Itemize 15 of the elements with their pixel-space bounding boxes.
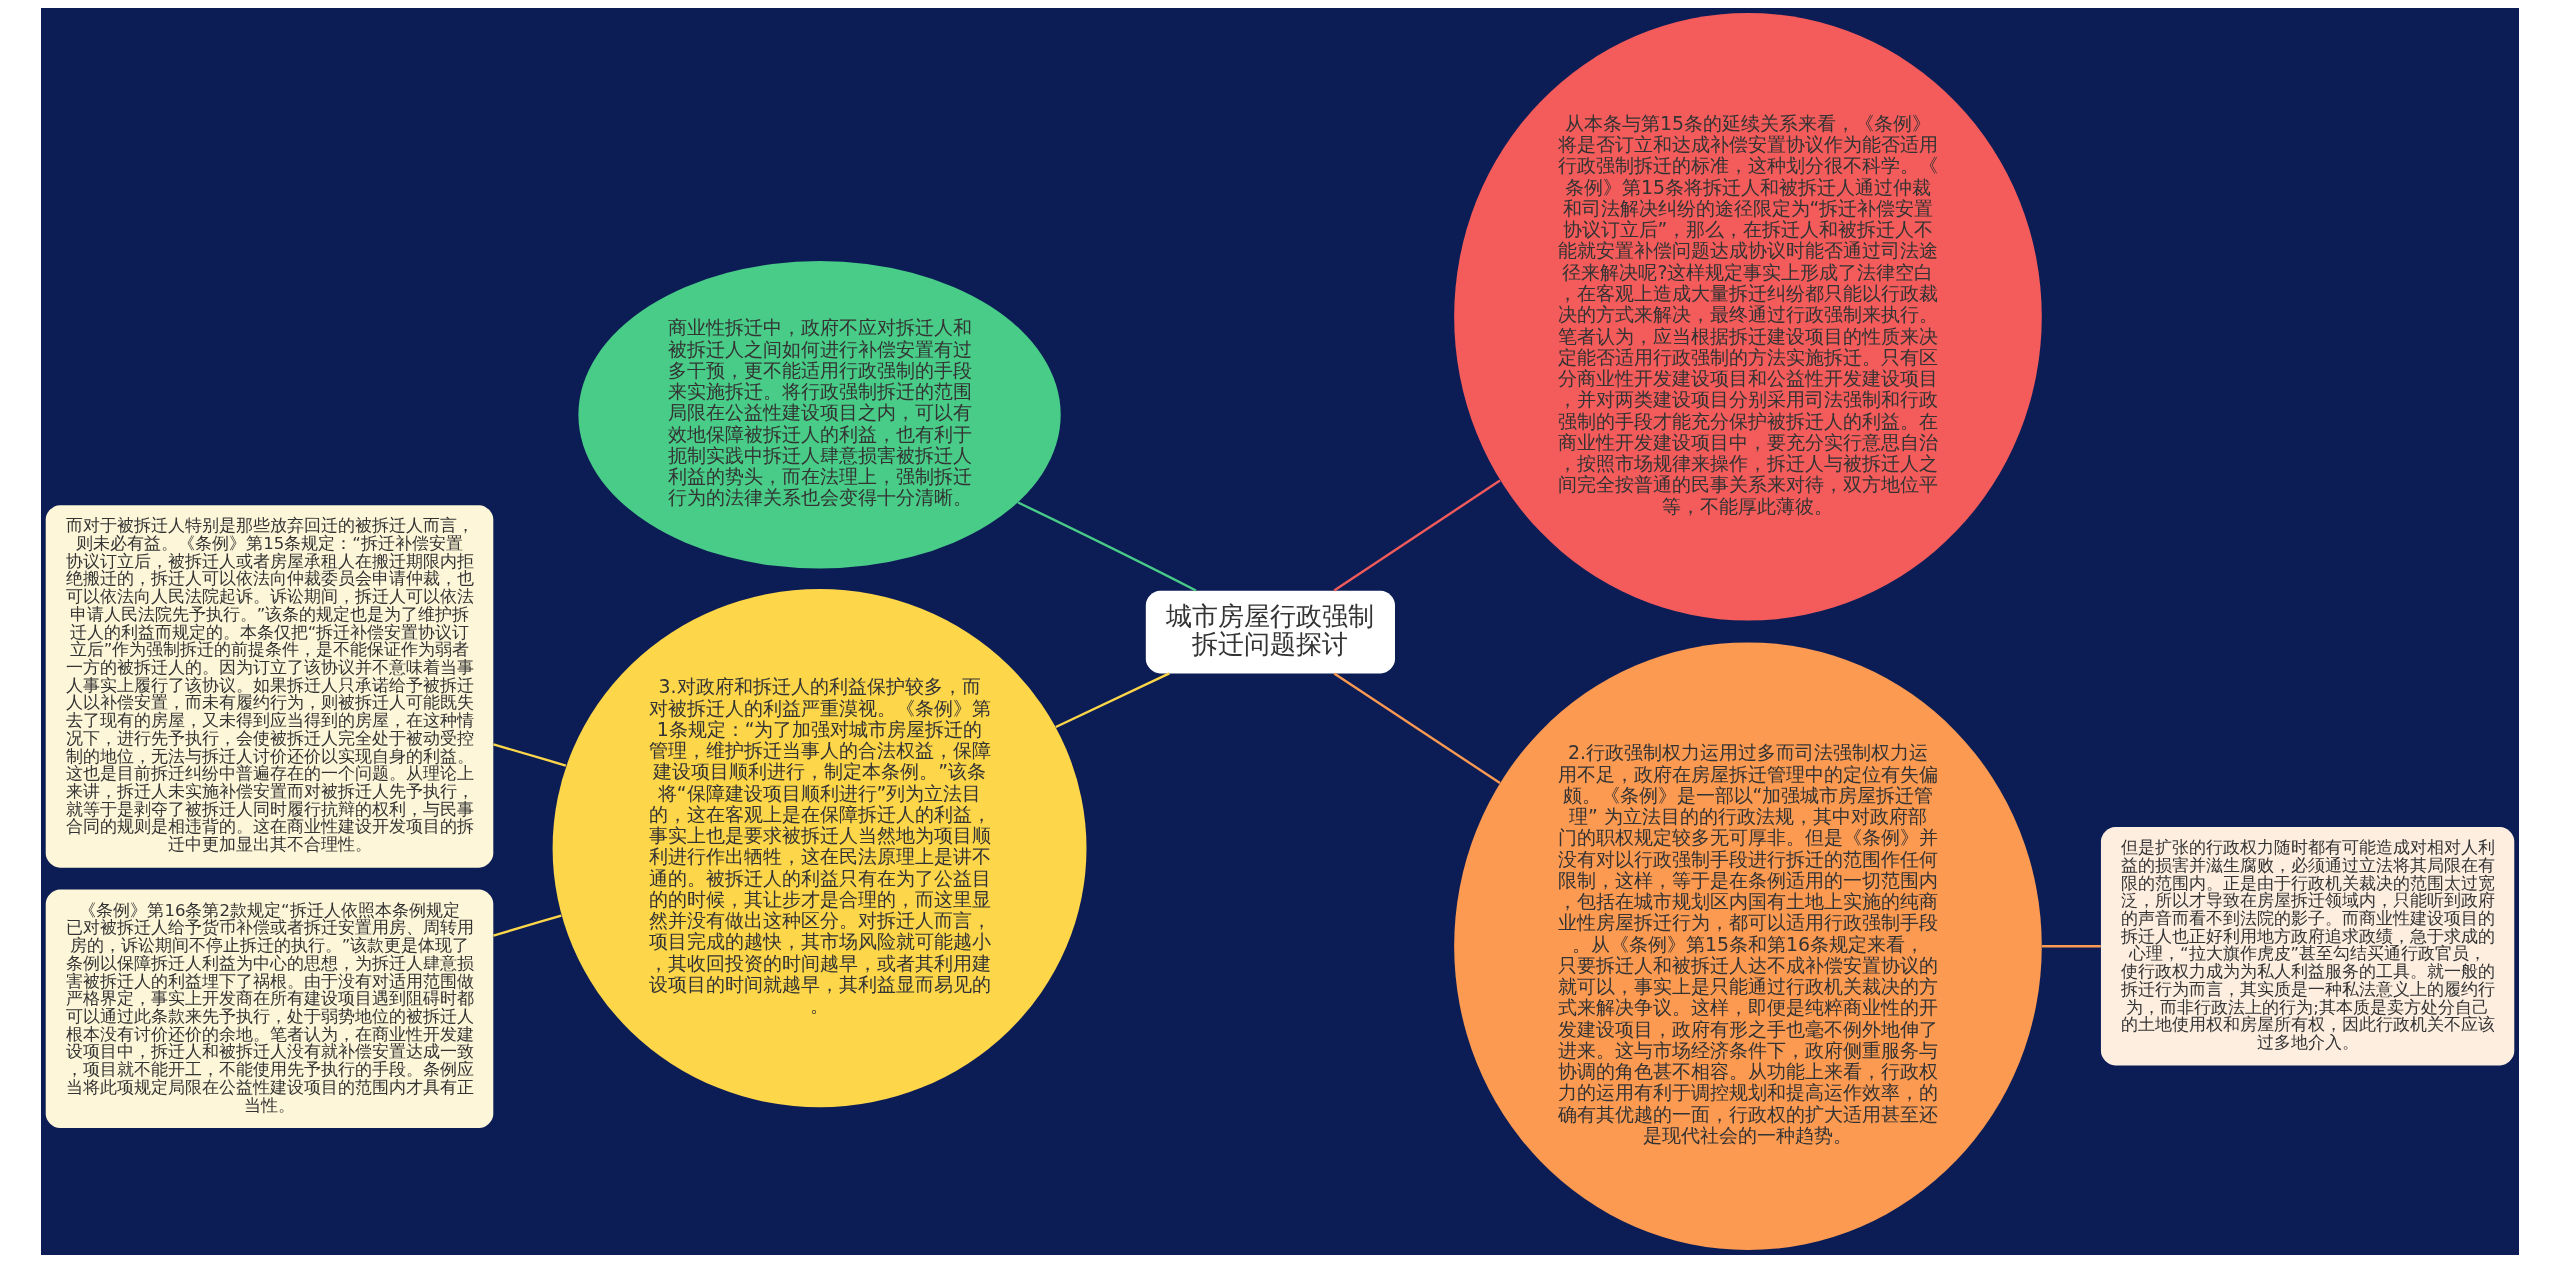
node-box: 城市房屋行政强制拆迁问题探讨 xyxy=(1145,590,1395,674)
connector xyxy=(493,743,567,767)
connector xyxy=(493,914,562,937)
connector xyxy=(1055,672,1170,729)
connector xyxy=(1017,501,1197,592)
connector xyxy=(1333,672,1501,785)
node-ellipse: 商业性拆迁中，政府不应对拆迁人和被拆迁人之间如何进行补偿安置有过多干预，更不能适用行政强制的手段来实施拆迁。将行政强制拆迁的范围局限在公益性建设项目之内，可以有效地保障被拆迁人的利益，也有利于扼制实践中拆迁人肆意损害被拆迁人利益的势头，而在法理上，强制拆迁行为的法律关系也会变得十分清晰。 xyxy=(578,261,1061,569)
node-circle: 2.行政强制权力运用过多而司法强制权力运用不足，政府在房屋拆迁管理中的定位有失偏颇。《条例》是一部以“加强城市房屋拆迁管理” 为立法目的的行政法规，其中对政府部门的职权规定较多无可厚非。但是《条例》并没有对以行政强制手段进行拆迁的范围作任何限制，这样，等于是在条例适用的一切范围内，包括在城市规划区内国有土地上实施的纯商业性房屋拆迁行为，都可以适用行政强制手段。从《条例》第15条和第16条规定来看，只要拆迁人和被拆迁人达不成补偿安置协议的就可以，事实上是只能通过行政机关裁决的方式来解决争议。这样，即便是纯粹商业性的开发建设项目，政府有形之手也毫不例外地伸了进来。这与市场经济条件下，政府侧重服务与协调的角色甚不相容。从功能上来看，行政权力的运用有利于调控规划和提高运作效率，的确有其优越的一面，行政权的扩大适用甚至还是现代社会的一种趋势。 xyxy=(1454,642,2042,1251)
node-box: 但是扩张的行政权力随时都有可能造成对相对人利益的损害并滋生腐败，必须通过立法将其局限在有限的范围内。正是由于行政机关裁决的范围太过宽泛，所以才导致在房屋拆迁领域内，只能听到政府的声音而看不到法院的影子。而商业性建设项目的拆迁人也正好利用地方政府追求政绩，急于求成的心理，“拉大旗作虎皮”甚至勾结买通行政官员，使行政权力成为为私人利益服务的工具。就一般的拆迁行为而言，其实质是一种私法意义上的履约行为，而非行政法上的行为;其本质是卖方处分自己的土地使用权和房屋所有权，因此行政机关不应该过多地介入。 xyxy=(2100,826,2515,1066)
node-circle: 3.对政府和拆迁人的利益保护较多，而对被拆迁人的利益严重漠视。《条例》第1条规定：“为了加强对城市房屋拆迁的管理，维护拆迁当事人的合法权益，保障建设项目顺利进行，制定本条例。”该条将“保障建设项目顺利进行”列为立法目的，这在客观上是在保障拆迁人的利益，事实上也是要求被拆迁人当然地为项目顺利进行作出牺牲，这在民法原理上是讲不通的。被拆迁人的利益只有在为了公益目的的时候，其让步才是合理的，而这里显然并没有做出这种区分。对拆迁人而言，项目完成的越快，其市场风险就可能越小，其收回投资的时间越早，或者其利用建设项目的时间就越早，其利益显而易见的。 xyxy=(552,589,1087,1108)
connector xyxy=(2042,945,2101,948)
connector xyxy=(1333,479,1501,592)
node-box: 《条例》第16条第2款规定“拆迁人依照本条例规定已对被拆迁人给予货币补偿或者拆迁安置用房、周转用房的，诉讼期间不停止拆迁的执行。”该款更是体现了条例以保障拆迁人利益为中心的思想，为拆迁人肆意损害被拆迁人的利益埋下了祸根。由于没有对适用范围做严格界定，事实上开发商在所有建设项目遇到阻碍时都可以通过此条款来先予执行，处于弱势地位的被拆迁人根本没有讨价还价的余地。笔者认为，在商业性开发建设项目中，拆迁人和被拆迁人没有就补偿安置达成一致，项目就不能开工，不能使用先予执行的手段。条例应当将此项规定局限在公益性建设项目的范围内才具有正当性。 xyxy=(45,889,494,1129)
node-box: 而对于被拆迁人特别是那些放弃回迁的被拆迁人而言，则未必有益。《条例》第15条规定：“拆迁补偿安置协议订立后，被拆迁人或者房屋承租人在搬迁期限内拒绝搬迁的，拆迁人可以依法向仲裁委员会申请仲裁，也可以依法向人民法院起诉。诉讼期间，拆迁人可以依法申请人民法院先予执行。”该条的规定也是为了维护拆迁人的利益而规定的。本条仅把“拆迁补偿安置协议订立后”作为强制拆迁的前提条件，是不能保证作为弱者一方的被拆迁人的。因为订立了该协议并不意味着当事人事实上履行了该协议。如果拆迁人只承诺给予被拆迁人以补偿安置，而未有履约行为，则被拆迁人可能既失去了现有的房屋，又未得到应当得到的房屋，在这种情况下，进行先予执行，会使被拆迁人完全处于被动受控制的地位，无法与拆迁人讨价还价以实现自身的利益。这也是目前拆迁纠纷中普遍存在的一个问题。从理论上来讲，拆迁人未实施补偿安置而对被拆迁人先予执行，就等于是剥夺了被拆迁人同时履行抗辩的权利，与民事合同的规则是相违背的。这在商业性建设开发项目的拆迁中更加显出其不合理性。 xyxy=(45,505,494,868)
node-circle: 从本条与第15条的延续关系来看，《条例》将是否订立和达成补偿安置协议作为能否适用行政强制拆迁的标准，这种划分很不科学。《条例》第15条将拆迁人和被拆迁人通过仲裁和司法解决纠纷的途径限定为“拆迁补偿安置协议订立后”，那么，在拆迁人和被拆迁人不能就安置补偿问题达成协议时能否通过司法途径来解决呢?这样规定事实上形成了法律空白，在客观上造成大量拆迁纠纷都只能以行政裁决的方式来解决，最终通过行政强制来执行。笔者认为，应当根据拆迁建设项目的性质来决定能否适用行政强制的方法实施拆迁。只有区分商业性开发建设项目和公益性开发建设项目，并对两类建设项目分别采用司法强制和行政强制的手段才能充分保护被拆迁人的利益。在商业性开发建设项目中，要充分实行意思自治，按照市场规律来操作，拆迁人与被拆迁人之间完全按普通的民事关系来对待，双方地位平等，不能厚此薄彼。 xyxy=(1454,12,2042,621)
